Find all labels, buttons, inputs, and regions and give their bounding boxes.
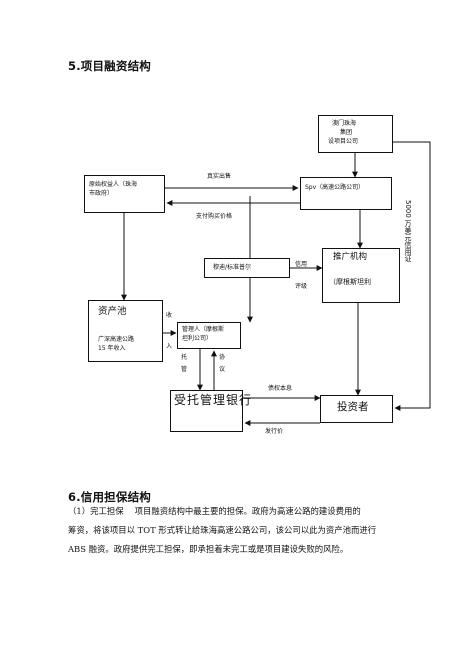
income-label-1: 收 bbox=[166, 312, 173, 319]
original-owner-box: 原始权益人（珠海 市政府） bbox=[84, 175, 165, 213]
rating-agency-label: 穆迪/标准普尔 bbox=[213, 264, 252, 271]
investor-label: 投资者 bbox=[337, 401, 369, 413]
paragraph-line-2: 筹资，将该项目以 TOT 形式转让给珠海高速公路公司，该公司以此为资产池而进行 bbox=[68, 525, 377, 535]
asset-pool-box: 资产池 广深高速公路 15 年收入 bbox=[88, 300, 163, 362]
investor-box: 投资者 bbox=[320, 395, 393, 423]
custody-label-1: 托 bbox=[181, 354, 188, 361]
payment-label: 支付购买价格 bbox=[196, 213, 233, 220]
agreement-label-1: 协 bbox=[219, 354, 226, 361]
sale-label: 真实出售 bbox=[207, 173, 232, 180]
agreement-label-2: 议 bbox=[219, 366, 226, 373]
rating-label-line2: 评级 bbox=[295, 283, 308, 290]
macau-group-line3: 设项目公司 bbox=[328, 138, 359, 145]
issue-price-label: 发行价 bbox=[265, 428, 284, 435]
arrow-credit-line bbox=[393, 141, 431, 411]
manager-line1: 管理人（摩根斯 bbox=[182, 326, 225, 333]
income-label-2: 入 bbox=[166, 343, 173, 350]
trustee-bank-label: 受托管理银行 bbox=[174, 393, 253, 407]
promoter-box: 推广机构 （摩根斯坦利 bbox=[322, 248, 400, 303]
spv-box: Spv（高速公路公司） bbox=[300, 177, 392, 210]
promoter-title: 推广机构 bbox=[333, 252, 368, 262]
paragraph-completion-guarantee: （1）完工担保 项目融资结构中最主要的担保。政府为高速公路的建设费用的 筹资，将… bbox=[68, 502, 413, 559]
credit-line-label: 5000 万美元信用证 bbox=[404, 200, 412, 263]
manager-box: 管理人（摩根斯 坦利公司） bbox=[177, 322, 241, 349]
asset-pool-title: 资产池 bbox=[98, 306, 127, 317]
spv-label: Spv（高速公路公司） bbox=[305, 184, 365, 191]
original-owner-line2: 市政府） bbox=[89, 190, 114, 197]
paragraph-line-1: （1）完工担保 项目融资结构中最主要的担保。政府为高速公路的建设费用的 bbox=[68, 506, 361, 516]
trustee-bank-box: 受托管理银行 bbox=[170, 390, 251, 432]
asset-pool-line2: 15 年收入 bbox=[98, 345, 126, 352]
section-title-financing-structure: 5.项目融资结构 bbox=[68, 59, 151, 73]
asset-pool-line1: 广深高速公路 bbox=[98, 336, 135, 343]
rating-agency-box: 穆迪/标准普尔 bbox=[204, 258, 290, 278]
paragraph-line-3: ABS 融资。政府提供完工担保，即承担着未完工或是项目建设失败的风险。 bbox=[68, 544, 349, 554]
macau-group-box: 澳门珠海 集团 设项目公司 bbox=[318, 115, 393, 153]
macau-group-line2: 集团 bbox=[340, 129, 353, 136]
section-title-credit-guarantee: 6.信用担保结构 bbox=[68, 490, 151, 504]
rating-label-line1: 信用 bbox=[295, 261, 308, 268]
principal-label: 债权本息 bbox=[268, 385, 293, 392]
original-owner-line1: 原始权益人（珠海 bbox=[89, 181, 138, 188]
promoter-subtitle: （摩根斯坦利 bbox=[329, 278, 371, 286]
custody-label-2: 管 bbox=[181, 366, 188, 373]
manager-line2: 坦利公司） bbox=[182, 335, 213, 342]
macau-group-line1: 澳门珠海 bbox=[332, 120, 357, 127]
